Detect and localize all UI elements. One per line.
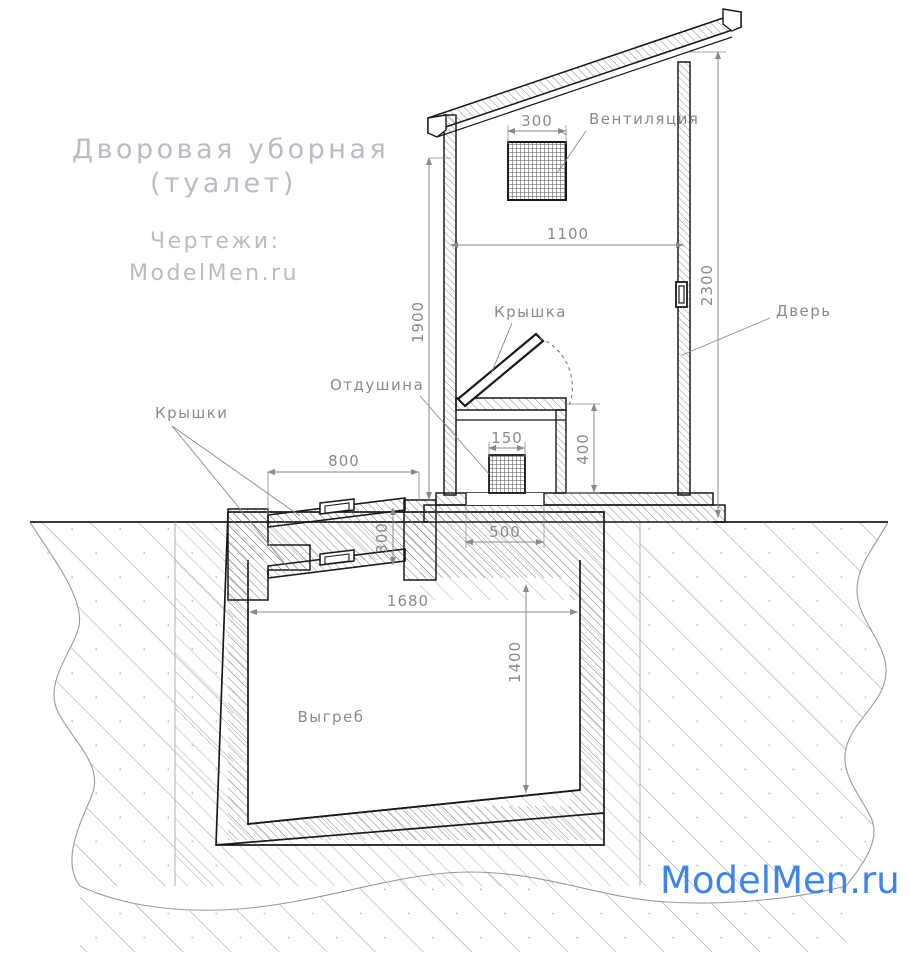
dim-cabin-height-text: 2300 bbox=[698, 264, 716, 306]
soil-break-right bbox=[844, 521, 889, 887]
lid-label: Крышка bbox=[494, 303, 567, 321]
dim-pit-width-text: 1680 bbox=[387, 592, 429, 610]
credits-line-1: Чертежи: bbox=[150, 229, 280, 254]
cesspit-label: Выгреб bbox=[297, 708, 364, 726]
ventilation-group bbox=[507, 141, 567, 201]
pit-bottom-outer bbox=[215, 812, 605, 846]
dim-cabin-width-text: 1100 bbox=[547, 225, 589, 243]
air-vent-label: Отдушина bbox=[330, 376, 424, 394]
leader-lids-2 bbox=[171, 425, 291, 571]
dim-seat-height: 400 bbox=[566, 403, 600, 494]
access-hatch-group bbox=[227, 497, 437, 601]
roof-group bbox=[427, 8, 742, 138]
roof-eave-right bbox=[722, 8, 742, 32]
hatch-handle-lower[interactable] bbox=[319, 549, 355, 566]
dim-seat-vent: 150 bbox=[488, 429, 526, 457]
dim-hatch-height-text: 300 bbox=[373, 522, 391, 554]
lid-swing-arc bbox=[539, 337, 573, 409]
dim-hatch-width: 800 bbox=[267, 452, 420, 515]
dim-cabin-width: 1100 bbox=[450, 225, 684, 248]
dim-drop-opening-text: 500 bbox=[489, 523, 521, 541]
seat-air-vent-mesh bbox=[488, 454, 526, 494]
leader-door bbox=[681, 317, 771, 356]
dimensions-group: 300 1100 2300 1900 150 bbox=[249, 51, 726, 793]
dim-drop-opening: 500 bbox=[465, 505, 545, 548]
leader-lid bbox=[490, 322, 513, 375]
leader-ventilation bbox=[560, 130, 567, 136]
soil-break-left bbox=[29, 521, 96, 887]
dim-cabin-height: 2300 bbox=[690, 51, 726, 518]
floor-slab-group bbox=[423, 492, 726, 523]
ventilation-grille bbox=[507, 141, 567, 201]
pit-inner-void bbox=[248, 600, 580, 824]
roof-eave-left bbox=[427, 114, 447, 138]
title-line-2: (туалет) bbox=[150, 168, 297, 199]
leader-lids-1 bbox=[171, 425, 301, 517]
pit-floor-slope bbox=[247, 789, 581, 825]
dim-vent-width: 300 bbox=[507, 112, 567, 144]
cabin-door-leaf[interactable] bbox=[677, 61, 691, 496]
ventilation-label: Вентиляция bbox=[589, 110, 699, 128]
watermark-modelmen: ModelMen.ru bbox=[660, 859, 900, 902]
plinth-apron bbox=[423, 504, 726, 523]
dim-pit-depth: 1400 bbox=[506, 584, 529, 793]
dim-interior-height: 1900 bbox=[409, 157, 451, 500]
annotations-group: Вентиляция Дверь Крышка Отдушина Крышки bbox=[155, 110, 832, 571]
title-line-1: Дворовая уборная bbox=[72, 134, 389, 165]
roof-underside-line bbox=[436, 36, 733, 138]
dim-pit-depth-text: 1400 bbox=[506, 641, 524, 683]
soil-right-sparse bbox=[640, 522, 888, 886]
dim-vent-width-text: 300 bbox=[521, 112, 553, 130]
seat-group bbox=[455, 332, 573, 494]
door-handle[interactable] bbox=[675, 281, 688, 308]
dim-seat-vent-text: 150 bbox=[491, 429, 523, 447]
credits-line-2: ModelMen.ru bbox=[129, 261, 299, 286]
cabin-wall-left bbox=[443, 114, 457, 496]
soil-break-bottom bbox=[79, 871, 847, 911]
title-block: Дворовая уборная (туалет) Чертежи: Model… bbox=[72, 134, 389, 286]
cabin-walls-group bbox=[443, 61, 691, 496]
door-label: Дверь bbox=[776, 302, 832, 320]
seat-lid[interactable] bbox=[456, 332, 545, 408]
dim-seat-height-text: 400 bbox=[574, 433, 592, 465]
seat-front-panel bbox=[555, 409, 567, 494]
leader-air-vent bbox=[419, 395, 490, 475]
drop-opening bbox=[466, 493, 544, 505]
lids-label: Крышки bbox=[155, 404, 229, 422]
dim-interior-height-text: 1900 bbox=[409, 301, 427, 343]
dim-hatch-height: 300 bbox=[373, 507, 396, 565]
dim-hatch-width-text: 800 bbox=[328, 452, 360, 470]
hatch-handle-upper[interactable] bbox=[319, 498, 355, 515]
soil-bottom-sparse bbox=[80, 872, 846, 952]
